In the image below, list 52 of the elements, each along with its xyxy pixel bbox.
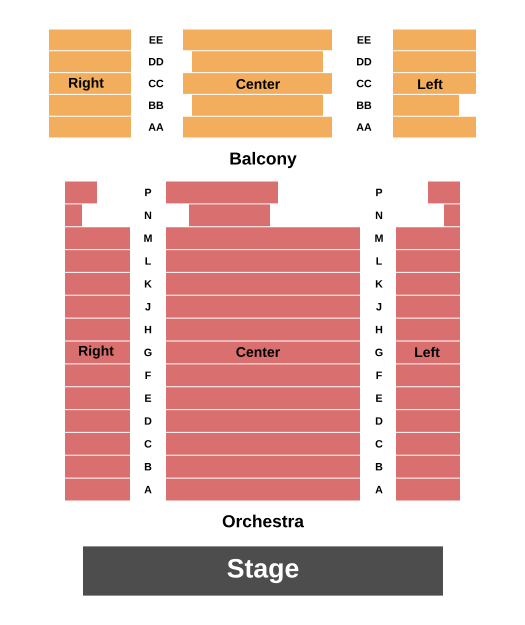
level-label: Orchestra bbox=[222, 514, 304, 528]
row-label: CC bbox=[148, 80, 164, 88]
row-label: H bbox=[376, 326, 382, 334]
seating-section: Right bbox=[49, 30, 131, 138]
row-label: H bbox=[144, 326, 152, 334]
seating-section: Left bbox=[396, 182, 460, 500]
row-label: F bbox=[376, 372, 382, 379]
node-label: Right bbox=[69, 77, 104, 91]
row-label: G bbox=[144, 348, 152, 356]
row-label: G bbox=[375, 348, 382, 356]
row-label: DD bbox=[357, 58, 372, 66]
row-label: A bbox=[375, 486, 383, 494]
row-label: D bbox=[144, 417, 152, 425]
row-label: K bbox=[376, 280, 383, 288]
row-label: C bbox=[376, 440, 383, 448]
row-label: F bbox=[145, 372, 151, 379]
row-label: EE bbox=[358, 36, 371, 44]
row-label: DD bbox=[149, 58, 164, 66]
row-label: A bbox=[144, 486, 152, 494]
seating-section: Right bbox=[65, 182, 130, 500]
row-label: EE bbox=[150, 36, 163, 44]
stage-block: Stage bbox=[83, 546, 443, 596]
row-label: E bbox=[145, 394, 152, 402]
row-label: N bbox=[144, 212, 152, 219]
seating-section: Center bbox=[166, 182, 360, 500]
row-label: J bbox=[145, 303, 150, 310]
row-label: B bbox=[376, 463, 382, 470]
row-label: L bbox=[376, 257, 382, 265]
row-label: N bbox=[376, 212, 382, 219]
row-label: BB bbox=[357, 102, 372, 109]
row-label: D bbox=[376, 417, 382, 425]
node-label: Right bbox=[79, 345, 114, 359]
row-label: AA bbox=[356, 123, 372, 131]
node-label: Left bbox=[415, 346, 440, 358]
row-label: M bbox=[144, 234, 152, 242]
seating-section: Center bbox=[183, 30, 332, 138]
row-label: K bbox=[144, 280, 152, 288]
row-label: L bbox=[145, 257, 151, 265]
row-label: P bbox=[376, 188, 382, 196]
row-label: M bbox=[375, 234, 383, 242]
row-label: B bbox=[144, 463, 152, 470]
row-label: C bbox=[144, 440, 152, 448]
seating-section: Left bbox=[393, 30, 476, 138]
row-label: J bbox=[376, 303, 382, 310]
node-label: Left bbox=[418, 78, 443, 90]
node-label: Center bbox=[236, 347, 280, 357]
row-label: CC bbox=[356, 80, 372, 88]
row-label: E bbox=[376, 394, 382, 402]
row-label: P bbox=[145, 188, 152, 196]
level-label: Balcony bbox=[230, 152, 297, 168]
row-label: BB bbox=[149, 102, 164, 109]
row-label: AA bbox=[148, 123, 164, 131]
